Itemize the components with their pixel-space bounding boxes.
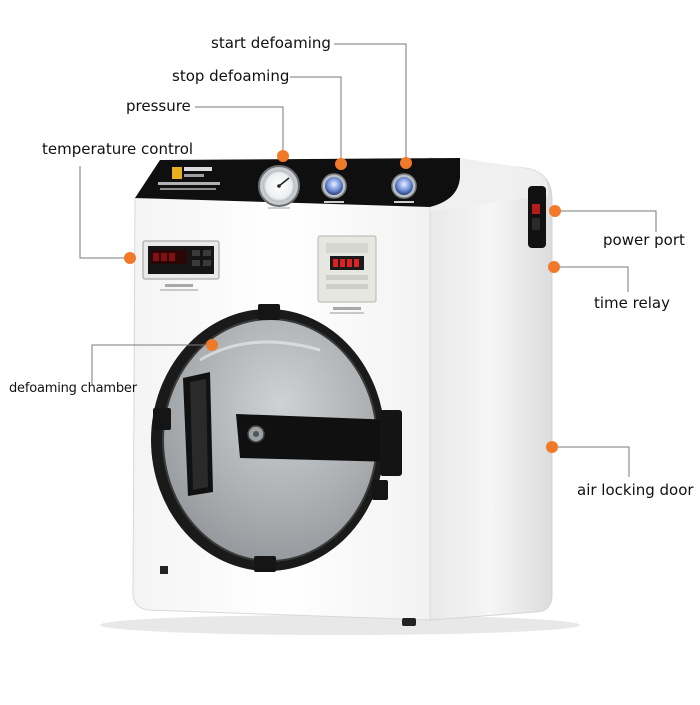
machine-foot	[402, 618, 416, 626]
pressure-gauge	[258, 165, 300, 209]
floor-shadow	[100, 615, 580, 635]
label-temperature-control: temperature control	[42, 140, 194, 158]
door-handle[interactable]	[183, 372, 213, 496]
power-port[interactable]	[528, 186, 546, 248]
start-defoaming-button[interactable]	[391, 173, 417, 203]
locking-bar[interactable]	[236, 410, 402, 476]
label-pressure: pressure	[126, 97, 191, 115]
temperature-controller[interactable]	[142, 240, 220, 291]
leader-lines	[79, 43, 657, 477]
label-time-relay: time relay	[594, 294, 670, 312]
top-panel-edge	[430, 158, 548, 212]
label-power-port: power port	[603, 231, 685, 249]
label-stop-defoaming: stop defoaming	[172, 67, 290, 85]
time-relay[interactable]	[317, 235, 377, 314]
machine-foot	[160, 566, 168, 574]
door-clamps	[153, 304, 388, 572]
callout-dots	[124, 150, 561, 453]
label-start-defoaming: start defoaming	[211, 34, 331, 52]
machine-side-panel	[429, 157, 553, 621]
label-air-locking-door: air locking door	[577, 481, 694, 499]
brand-logo	[158, 167, 220, 190]
label-defoaming-chamber: defoaming chamber	[9, 381, 137, 396]
stop-defoaming-button[interactable]	[321, 173, 347, 203]
